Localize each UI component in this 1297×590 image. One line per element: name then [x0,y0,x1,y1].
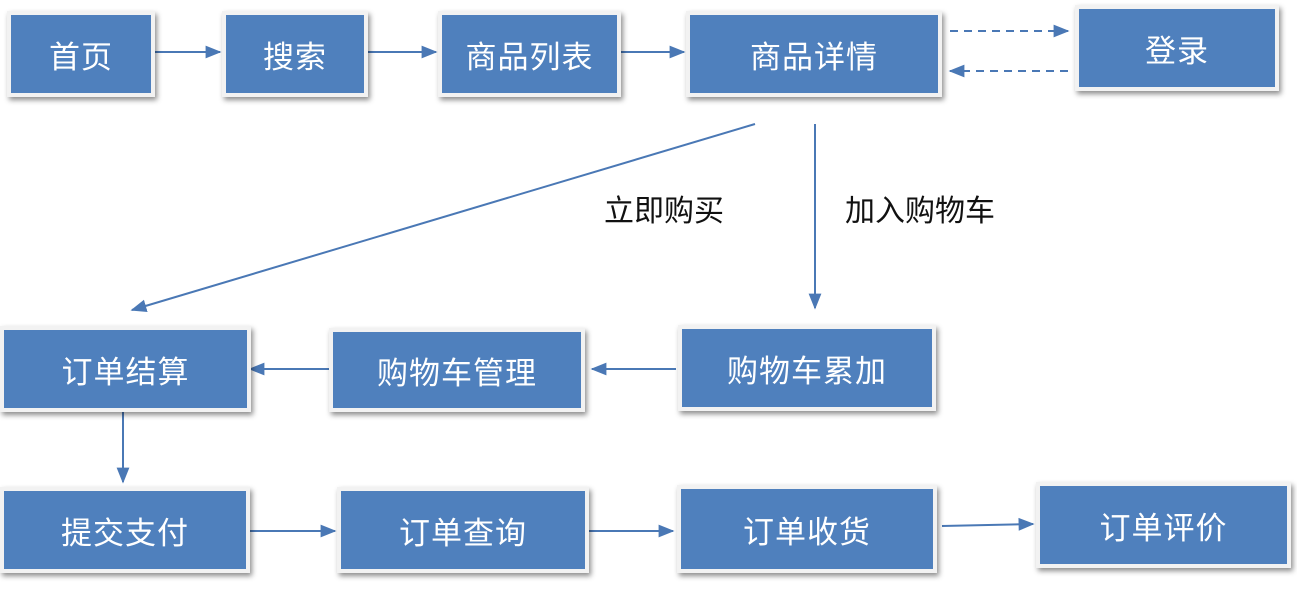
node-order-review-label: 订单评价 [1099,510,1228,547]
node-order-receive: 订单收货 [677,485,937,573]
node-home-label: 首页 [49,39,113,76]
label-add-to-cart: 加入购物车 [845,194,995,229]
node-search-label: 搜索 [263,39,327,76]
node-checkout: 订单结算 [0,326,251,412]
node-order-query-label: 订单查询 [399,515,527,552]
node-pay-label: 提交支付 [61,515,189,552]
node-login-label: 登录 [1145,33,1209,70]
node-product-list: 商品列表 [438,11,621,97]
node-product-list-label: 商品列表 [465,39,594,76]
node-cart-manage: 购物车管理 [329,328,585,412]
node-order-receive-label: 订单收货 [743,514,871,551]
node-product-detail: 商品详情 [686,11,942,97]
label-buy-now: 立即购买 [604,194,724,229]
node-checkout-label: 订单结算 [61,354,190,391]
node-cart-add-label: 购物车累加 [727,353,887,390]
node-order-review: 订单评价 [1036,482,1291,568]
arrow-receive-to-review [941,517,1035,531]
arrow-buy-now [130,123,756,313]
node-order-query: 订单查询 [337,487,589,573]
node-pay: 提交支付 [0,487,250,573]
node-home: 首页 [7,11,155,97]
node-cart-add: 购物车累加 [678,325,936,411]
node-login: 登录 [1075,5,1279,91]
node-product-detail-label: 商品详情 [750,39,878,76]
node-cart-manage-label: 购物车管理 [377,355,537,392]
node-search: 搜索 [222,11,368,97]
